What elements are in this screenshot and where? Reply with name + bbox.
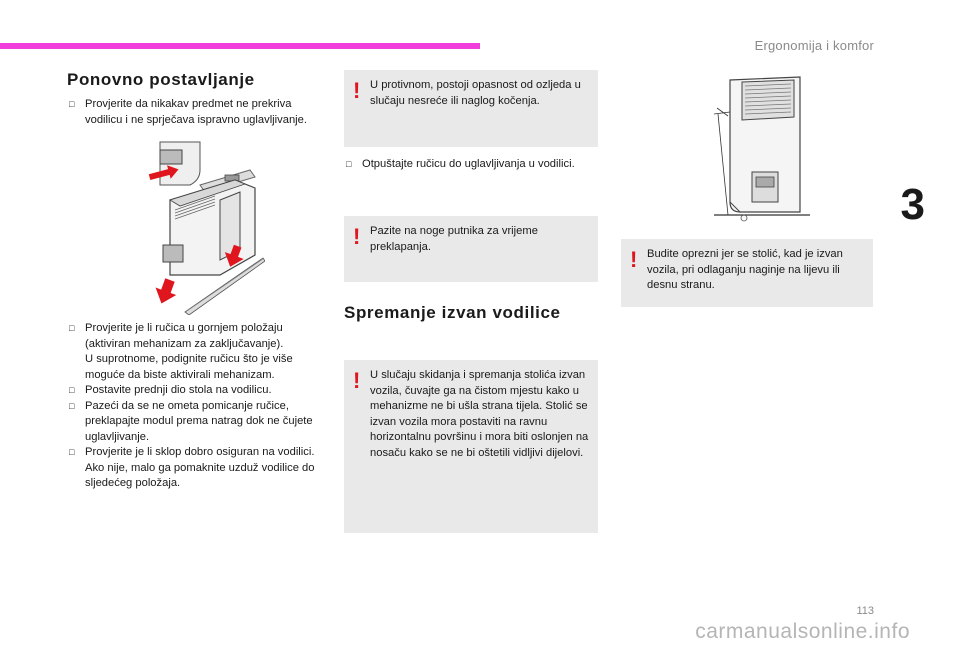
lever-icon [159, 149, 183, 165]
arrow-icon [224, 244, 244, 267]
list-item-text: Otpuštajte ručicu do uglavljivanja u vod… [362, 158, 575, 170]
bullet-list-steps: □ Provjerite je li ručica u gornjem polo… [67, 321, 322, 492]
list-item-text: Provjerite da nikakav predmet ne prekriv… [85, 98, 308, 126]
warning-text: U slučaju skidanja i spremanja stolića i… [370, 369, 589, 459]
warning-box-legs: ! Pazite na noge putnika za vrijeme prek… [344, 216, 598, 282]
warning-icon: ! [353, 368, 361, 393]
checkbox-bullet-icon: □ [69, 385, 75, 395]
list-item: □ Otpuštajte ručicu do uglavljivanja u v… [344, 157, 604, 173]
checkbox-bullet-icon: □ [69, 447, 75, 457]
list-item: □ Provjerite je li ručica u gornjem polo… [67, 321, 322, 383]
stored-table-illustration [713, 76, 810, 222]
page-number: 113 [856, 605, 874, 617]
table-on-rail-illustration [148, 141, 265, 315]
warning-text: U protivnom, postoji opasnost od ozljeda… [370, 79, 581, 107]
warning-text: Pazite na noge putnika za vrijeme prekla… [370, 225, 538, 253]
header-accent-bar [0, 43, 480, 49]
warning-icon: ! [353, 78, 361, 103]
warning-icon: ! [630, 247, 638, 272]
warning-box-injury: ! U protivnom, postoji opasnost od ozlje… [344, 70, 598, 147]
checkbox-bullet-icon: □ [69, 400, 75, 411]
list-item: □ Pazeći da se ne ometa pomicanje ručice… [67, 399, 322, 446]
section-title-reinstall: Ponovno postavljanje [67, 70, 255, 89]
watermark[interactable]: carmanualsonline.info [695, 620, 910, 643]
list-item: □ Provjerite je li sklop dobro osiguran … [67, 445, 322, 492]
chapter-number: 3 [900, 180, 925, 229]
list-item-text: Provjerite je li sklop dobro osiguran na… [85, 446, 315, 489]
bullet-list-release: □ Otpuštajte ručicu do uglavljivanja u v… [344, 157, 604, 173]
list-item-text: Provjerite je li ručica u gornjem položa… [85, 322, 293, 381]
checkbox-bullet-icon: □ [346, 159, 352, 169]
warning-box-tilt: ! Budite oprezni jer se stolić, kad je i… [621, 239, 873, 307]
list-item: □ Provjerite da nikakav predmet ne prekr… [67, 97, 322, 128]
checkbox-bullet-icon: □ [69, 99, 75, 109]
chapter-title: Ergonomija i komfor [754, 38, 874, 53]
checkbox-bullet-icon: □ [69, 323, 75, 333]
warning-icon: ! [353, 224, 361, 249]
warning-box-storage: ! U slučaju skidanja i spremanja stolića… [344, 360, 598, 533]
bullet-list-intro: □ Provjerite da nikakav predmet ne prekr… [67, 97, 322, 128]
arrow-icon [155, 278, 177, 304]
warning-text: Budite oprezni jer se stolić, kad je izv… [647, 248, 843, 291]
list-item: □ Postavite prednji dio stola na vodilic… [67, 383, 322, 399]
arrow-icon [148, 165, 179, 181]
list-item-text: Pazeći da se ne ometa pomicanje ručice, … [85, 399, 313, 443]
section-title-storage: Spremanje izvan vodilice [344, 303, 561, 322]
list-item-text: Postavite prednji dio stola na vodilicu. [85, 384, 272, 396]
